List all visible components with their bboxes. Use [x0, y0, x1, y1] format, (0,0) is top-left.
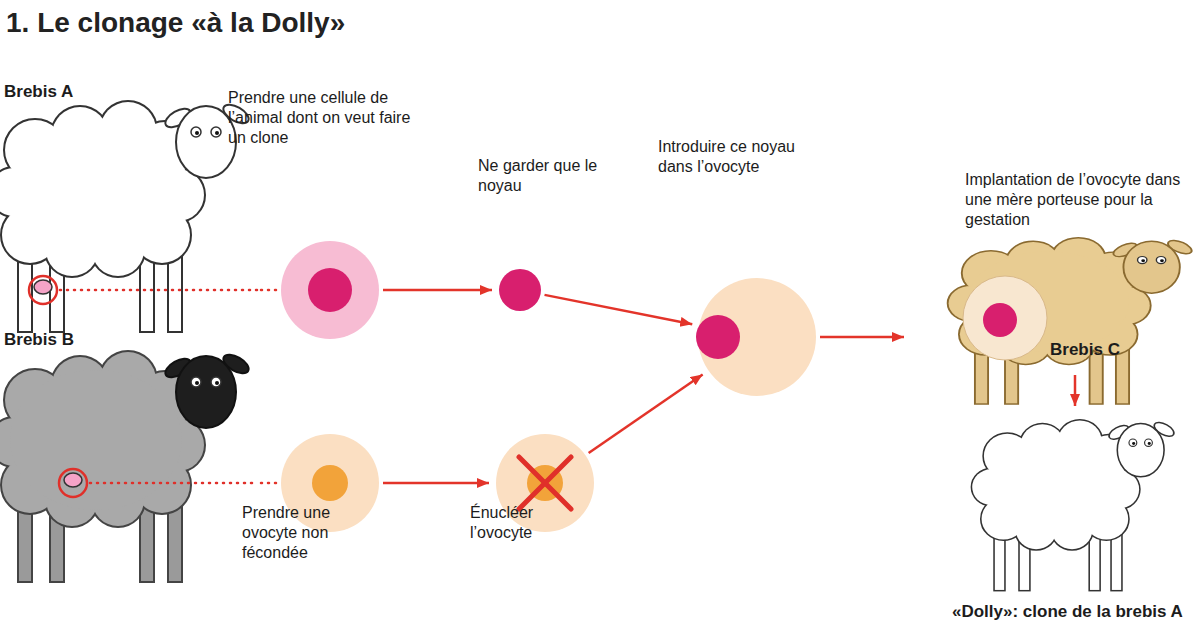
arrow-connector	[820, 336, 904, 339]
sheep-a	[0, 101, 258, 332]
dotted-link	[261, 482, 277, 485]
diagram-title: 1. Le clonage «à la Dolly»	[6, 6, 345, 40]
reconstructed-oocyte: Introduire ce noyau dans l’ovocyte	[697, 277, 817, 397]
circle-shape	[280, 240, 380, 340]
sheep-b-box: Brebis B	[0, 330, 258, 580]
oocyte-circle: Prendre une ovocyte non fécondée	[280, 433, 380, 533]
step-label: Ne garder que le noyau	[478, 156, 608, 196]
removal-cross	[519, 457, 571, 509]
nucleus-circle: Ne garder que le noyau	[498, 268, 542, 312]
sheep-name: Brebis A	[4, 82, 124, 102]
cell-circle: Prendre une cellule de l’animal dont on …	[280, 240, 380, 340]
sheep-a-box: Brebis A	[0, 82, 258, 332]
circle-shape	[697, 277, 817, 397]
step-label: Prendre une ovocyte non fécondée	[242, 503, 372, 563]
cell-body	[499, 269, 541, 311]
arrow-connector	[383, 289, 492, 292]
arrow-connector	[383, 482, 489, 485]
cell-nucleus	[696, 315, 740, 359]
arrow-connector	[1074, 375, 1077, 406]
cell-nucleus	[312, 465, 348, 501]
enucleated-oocyte: Énucléer l’ovocyte	[495, 433, 595, 533]
arrow-connector	[589, 374, 703, 453]
dolly-caption: «Dolly»: clone de la brebis A	[952, 602, 1183, 622]
step-label: Énucléer l’ovocyte	[470, 503, 590, 543]
removal-cross	[519, 457, 571, 509]
sheep-b	[0, 351, 258, 582]
sheep-c-box: Implantation de l’ovocyte dans une mère …	[910, 170, 1200, 372]
cell-body	[281, 241, 379, 339]
dotted-link	[261, 289, 277, 292]
sheep-name: Brebis B	[4, 330, 124, 350]
arrow-connector	[545, 295, 693, 324]
circle-shape	[498, 268, 542, 312]
sheep-c	[949, 238, 1195, 404]
cell-nucleus	[308, 268, 352, 312]
dolly-box: «Dolly»: clone de la brebis A	[950, 412, 1200, 625]
sheep-dolly	[972, 420, 1176, 591]
sheep-name: Brebis C	[1050, 340, 1150, 360]
step-label: Implantation de l’ovocyte dans une mère …	[965, 170, 1197, 230]
step-label: Introduire ce noyau dans l’ovocyte	[658, 137, 798, 177]
step-label: Prendre une cellule de l’animal dont on …	[228, 88, 413, 148]
